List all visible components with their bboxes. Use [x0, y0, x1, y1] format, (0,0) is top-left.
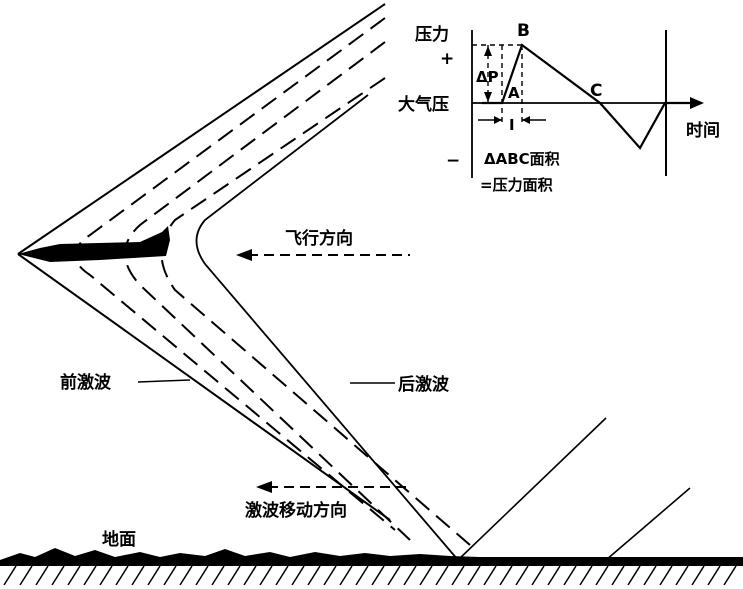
atmospheric-pressure-label: 大气压 — [398, 94, 449, 115]
rear-shock-wave — [195, 94, 459, 561]
front-shock-wave — [17, 3, 391, 521]
flight-direction-arrow-icon — [236, 249, 252, 261]
shock-motion-arrow-icon — [256, 481, 272, 493]
flight-direction-label: 飞行方向 — [285, 228, 353, 249]
reflected-shock-lines — [457, 417, 691, 561]
time-axis-label: 时间 — [686, 120, 720, 141]
pressure-time-chart: 压力 + 大气压 − ΔP B A C I 时间 ΔABC面积 =压力面积 — [398, 21, 720, 194]
shock-motion-label: 激波移动方向 — [245, 500, 347, 521]
triangle-area-label: ΔABC面积 — [484, 150, 560, 168]
plus-sign: + — [440, 49, 454, 69]
aircraft-silhouette — [18, 226, 170, 262]
interval-label: I — [509, 116, 515, 134]
minus-sign: − — [446, 151, 460, 171]
flight-direction-indicator: 飞行方向 — [236, 228, 410, 261]
front-shock-label: 前激波 — [60, 372, 112, 393]
front-shock-callout: 前激波 — [60, 372, 191, 393]
pressure-axis-label: 压力 — [415, 24, 449, 45]
pressure-area-label: =压力面积 — [480, 176, 553, 194]
rear-shock-label: 后激波 — [398, 374, 450, 395]
time-axis-arrow-icon — [690, 97, 704, 109]
ground-surface: 地面 — [0, 529, 743, 586]
shock-motion-indicator: 激波移动方向 — [245, 481, 412, 521]
point-b-label: B — [517, 21, 530, 41]
delta-p-arrow-down-icon — [484, 92, 492, 102]
delta-p-arrow-up-icon — [484, 46, 492, 56]
point-a-label: A — [508, 84, 520, 102]
interval-arrow-left-icon — [522, 116, 530, 124]
delta-p-label: ΔP — [476, 68, 499, 86]
rear-shock-callout: 后激波 — [350, 374, 450, 395]
interval-arrow-right-icon — [494, 116, 502, 124]
ground-label: 地面 — [102, 529, 136, 550]
point-c-label: C — [590, 81, 602, 101]
